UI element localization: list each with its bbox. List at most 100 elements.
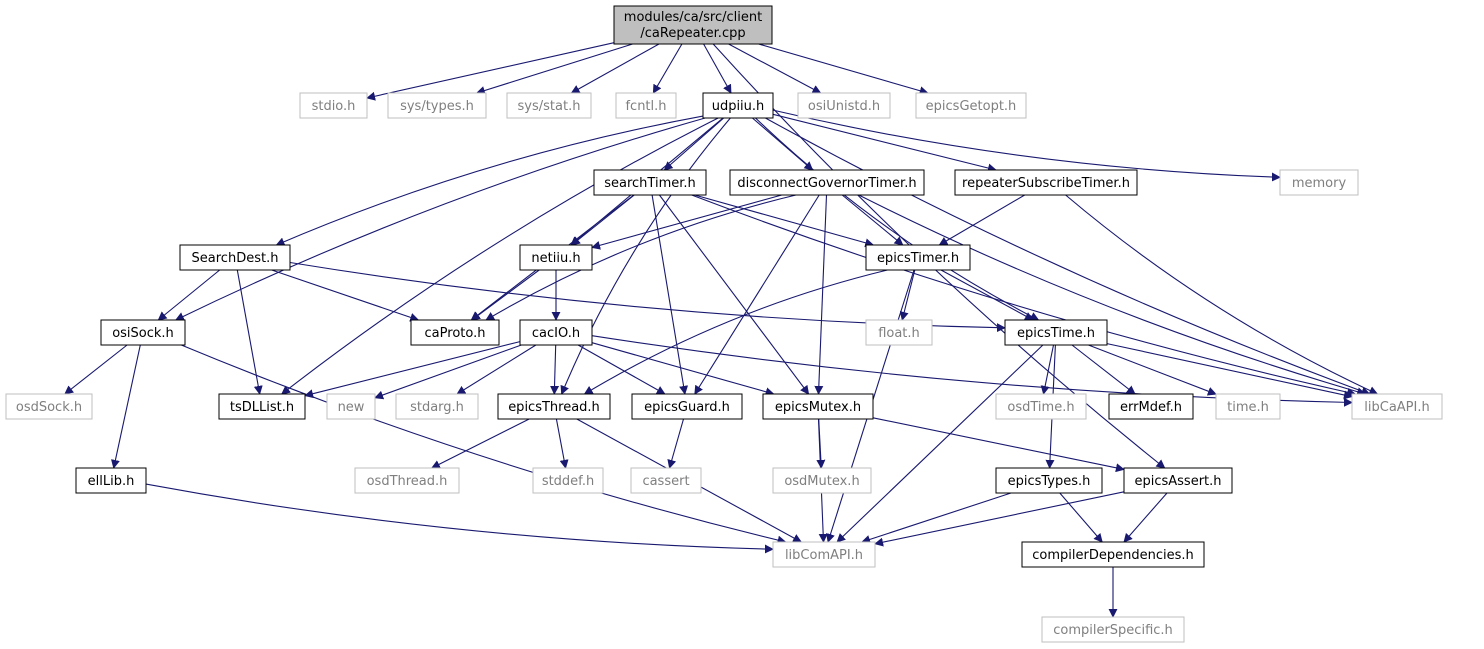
node-box-cacIO <box>519 319 593 346</box>
node-label-osdTime: osdTime.h <box>1007 400 1074 415</box>
node-box-ellLib <box>75 467 147 494</box>
edge-udpiiu-to-tsDLList <box>281 117 719 395</box>
node-box-osdSock <box>5 393 93 420</box>
node-ellLib[interactable]: ellLib.h <box>75 467 147 494</box>
node-label-errMdef: errMdef.h <box>1120 400 1182 415</box>
node-box-disconnectGovernorTimer <box>729 169 925 196</box>
edge-cacIO-to-epicsMutex <box>591 342 775 397</box>
node-netiiu[interactable]: netiiu.h <box>519 244 593 271</box>
node-float: float.h <box>865 319 933 346</box>
edge-epicsTimer-to-epicsTime <box>940 269 1034 321</box>
node-label-udpiiu: udpiiu.h <box>712 99 765 114</box>
node-box-repeaterSubscribeTimer <box>954 169 1138 196</box>
node-stdarg: stdarg.h <box>395 393 479 420</box>
edge-osiSock-to-ellLib <box>111 344 141 469</box>
node-box-errMdef <box>1108 393 1194 420</box>
node-osdMutex: osdMutex.h <box>772 467 872 494</box>
node-label-stdarg: stdarg.h <box>410 400 464 415</box>
node-label-root-line1: modules/ca/src/client <box>624 10 762 25</box>
node-label-disconnectGovernorTimer: disconnectGovernorTimer.h <box>737 176 916 191</box>
edge-SearchDest-to-tsDLList <box>236 269 263 395</box>
node-cacIO[interactable]: cacIO.h <box>519 319 593 346</box>
node-compilerDependencies[interactable]: compilerDependencies.h <box>1021 541 1205 568</box>
edge-epicsTypes-to-libComAPI <box>861 492 1012 544</box>
edge-epicsAssert-to-compilerDependencies <box>1123 492 1168 543</box>
node-label-float: float.h <box>878 326 920 341</box>
node-stddef: stddef.h <box>532 467 604 494</box>
edge-searchTimer-to-epicsMutex <box>658 194 810 395</box>
node-label-ellLib: ellLib.h <box>88 474 135 489</box>
node-box-sysstat <box>506 92 592 119</box>
node-caProto[interactable]: caProto.h <box>410 319 500 346</box>
node-label-epicsMutex: epicsMutex.h <box>775 400 861 415</box>
edge-udpiiu-to-memory <box>772 109 1281 182</box>
node-osiUnistd: osiUnistd.h <box>797 92 891 119</box>
edge-epicsThread-to-stddef <box>555 418 569 469</box>
node-new: new <box>326 393 376 420</box>
edge-repeaterSubscribeTimer-to-epicsTimer <box>938 194 1025 246</box>
node-label-sysstat: sys/stat.h <box>518 99 581 114</box>
node-label-epicsTime: epicsTime.h <box>1017 326 1095 341</box>
node-epicsMutex[interactable]: epicsMutex.h <box>762 393 874 420</box>
node-epicsTime[interactable]: epicsTime.h <box>1004 319 1108 346</box>
node-box-fcntl <box>615 92 677 119</box>
node-searchTimer[interactable]: searchTimer.h <box>593 169 707 196</box>
node-box-netiiu <box>519 244 593 271</box>
node-epicsThread[interactable]: epicsThread.h <box>497 393 611 420</box>
edge-SearchDest-to-osiSock <box>157 269 221 321</box>
node-label-fcntl: fcntl.h <box>625 99 666 114</box>
node-repeaterSubscribeTimer[interactable]: repeaterSubscribeTimer.h <box>954 169 1138 196</box>
node-osiSock[interactable]: osiSock.h <box>100 319 186 346</box>
node-box-libComAPI <box>772 541 876 568</box>
edge-SearchDest-to-caProto <box>271 269 420 322</box>
node-label-caProto: caProto.h <box>425 326 486 341</box>
node-label-libCaAPI: libCaAPI.h <box>1364 400 1429 415</box>
node-label-epicsTypes: epicsTypes.h <box>1008 474 1091 489</box>
node-box-tsDLList <box>218 393 306 420</box>
edge-searchTimer-to-libCaAPI <box>691 194 1357 397</box>
node-sysstat: sys/stat.h <box>506 92 592 119</box>
edge-netiiu-to-caProto <box>471 269 540 321</box>
edge-epicsThread-to-osdThread <box>430 418 530 469</box>
node-box-osdMutex <box>772 467 872 494</box>
node-box-time <box>1215 393 1281 420</box>
edge-udpiiu-to-epicsThread <box>560 117 731 395</box>
node-label-osdSock: osdSock.h <box>16 400 82 415</box>
edge-root-to-udpiiu <box>703 43 732 94</box>
node-root[interactable]: modules/ca/src/client/caRepeater.cpp <box>613 5 773 45</box>
node-box-epicsTime <box>1004 319 1108 346</box>
dependency-edges <box>64 42 1379 618</box>
node-libCaAPI: libCaAPI.h <box>1351 393 1443 420</box>
edge-ellLib-to-libComAPI <box>145 483 774 554</box>
node-memory: memory <box>1279 169 1359 196</box>
edge-searchTimer-to-epicsTimer <box>694 194 875 248</box>
edge-cacIO-to-stdarg <box>456 344 537 395</box>
node-disconnectGovernorTimer[interactable]: disconnectGovernorTimer.h <box>729 169 925 196</box>
node-label-SearchDest: SearchDest.h <box>192 251 279 266</box>
node-label-epicsAssert: epicsAssert.h <box>1134 474 1221 489</box>
node-systypes: sys/types.h <box>387 92 487 119</box>
node-label-libComAPI: libComAPI.h <box>785 548 863 563</box>
edge-disconnectGovernorTimer-to-libCaAPI <box>858 194 1367 397</box>
node-epicsTimer[interactable]: epicsTimer.h <box>865 244 971 271</box>
edge-root-to-osiUnistd <box>728 43 822 94</box>
node-epicsGuard[interactable]: epicsGuard.h <box>631 393 743 420</box>
node-box-compilerDependencies <box>1021 541 1205 568</box>
edge-epicsTime-to-libComAPI <box>836 344 1044 543</box>
edge-disconnectGovernorTimer-to-epicsTimer <box>841 194 904 246</box>
node-box-stddef <box>532 467 604 494</box>
edge-osiSock-to-osdSock <box>64 344 128 395</box>
edge-epicsTimer-to-epicsThread <box>583 269 888 395</box>
node-epicsAssert[interactable]: epicsAssert.h <box>1123 467 1233 494</box>
node-label-repeaterSubscribeTimer: repeaterSubscribeTimer.h <box>962 176 1130 191</box>
node-label-osiSock: osiSock.h <box>112 326 174 341</box>
node-errMdef[interactable]: errMdef.h <box>1108 393 1194 420</box>
node-tsDLList[interactable]: tsDLList.h <box>218 393 306 420</box>
node-compilerSpecific: compilerSpecific.h <box>1041 616 1185 643</box>
node-label-new: new <box>338 400 365 415</box>
edge-epicsAssert-to-libComAPI <box>874 491 1125 547</box>
edge-udpiiu-to-repeaterSubscribeTimer <box>772 113 997 173</box>
node-SearchDest[interactable]: SearchDest.h <box>179 244 291 271</box>
node-udpiiu[interactable]: udpiiu.h <box>702 92 774 119</box>
node-epicsTypes[interactable]: epicsTypes.h <box>995 467 1103 494</box>
